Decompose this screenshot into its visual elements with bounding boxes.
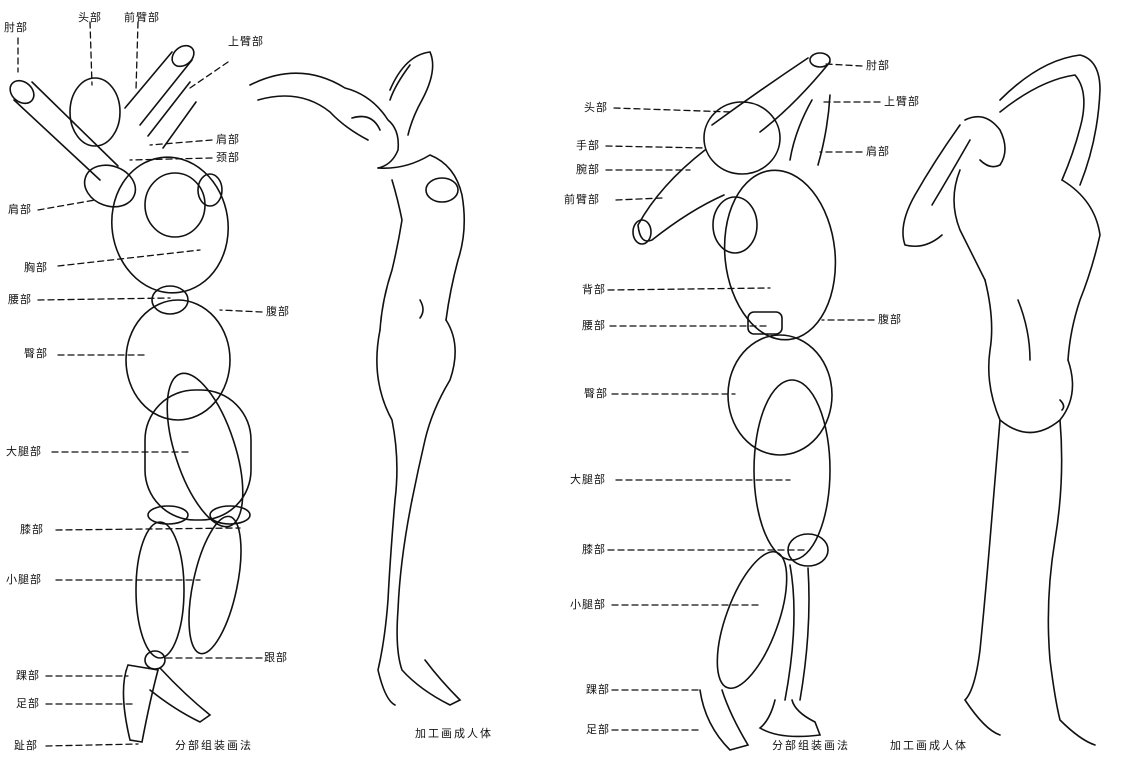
left-label-upper-arm: 上臂部 [228,36,264,48]
right-label-upper-arm: 上臂部 [884,96,920,108]
right-label-elbow: 肘部 [866,60,890,72]
left-label-ankle: 踝部 [16,670,40,682]
left-label-knee: 膝部 [20,524,44,536]
left-label-toe: 趾部 [14,740,38,752]
right-mannequin-head [704,102,780,174]
left-label-chest: 胸部 [24,262,48,274]
left-label-thigh: 大腿部 [6,446,42,458]
right-label-back: 背部 [582,284,606,296]
right-label-ankle: 踝部 [586,684,610,696]
right-label-hip: 臀部 [584,388,608,400]
left-label-shoulder-right: 肩部 [216,134,240,146]
left-label-foot: 足部 [16,698,40,710]
right-label-forearm: 前臂部 [564,194,600,206]
left-mannequin [6,41,259,742]
right-label-waist: 腰部 [582,320,606,332]
right-label-calf: 小腿部 [570,599,606,611]
left-label-waist: 腰部 [8,294,32,306]
right-label-thigh: 大腿部 [570,474,606,486]
left-mannequin-calf [136,522,184,658]
left-label-calf: 小腿部 [6,574,42,586]
left-label-abdomen: 腹部 [266,306,290,318]
left-label-neck: 颈部 [216,152,240,164]
right-mannequin-calf [703,543,801,696]
left-label-hip: 臀部 [24,348,48,360]
right-label-head: 头部 [584,102,608,114]
left-caption-mannequin: 分部组装画法 [175,740,253,752]
right-caption-mannequin: 分部组装画法 [772,740,850,752]
left-label-shoulder-left: 肩部 [8,204,32,216]
right-label-hand: 手部 [576,140,600,152]
right-label-abdomen: 腹部 [878,314,902,326]
right-mannequin-back [716,165,843,346]
right-caption-figure: 加工画成人体 [890,740,968,752]
left-mannequin-shoulder [79,158,142,213]
left-caption-figure: 加工画成人体 [415,728,493,740]
right-mannequin [633,53,844,750]
left-label-head: 头部 [78,12,102,24]
left-label-heel: 跟部 [264,652,288,664]
right-leader-lines [606,64,880,730]
left-finished-figure [250,52,464,705]
right-label-foot: 足部 [586,724,610,736]
left-mannequin-chest [103,150,237,301]
right-mannequin-thigh [754,380,830,560]
right-finished-figure [903,55,1100,745]
left-label-forearm: 前臂部 [124,12,160,24]
left-mannequin-head [70,78,120,146]
left-label-elbow: 肘部 [4,22,28,34]
right-label-knee: 膝部 [582,544,606,556]
left-mannequin-hip [126,300,230,420]
left-mannequin-thigh [145,390,251,520]
right-mannequin-hip [728,335,832,455]
right-label-shoulder: 肩部 [866,146,890,158]
right-label-wrist: 腕部 [576,164,600,176]
